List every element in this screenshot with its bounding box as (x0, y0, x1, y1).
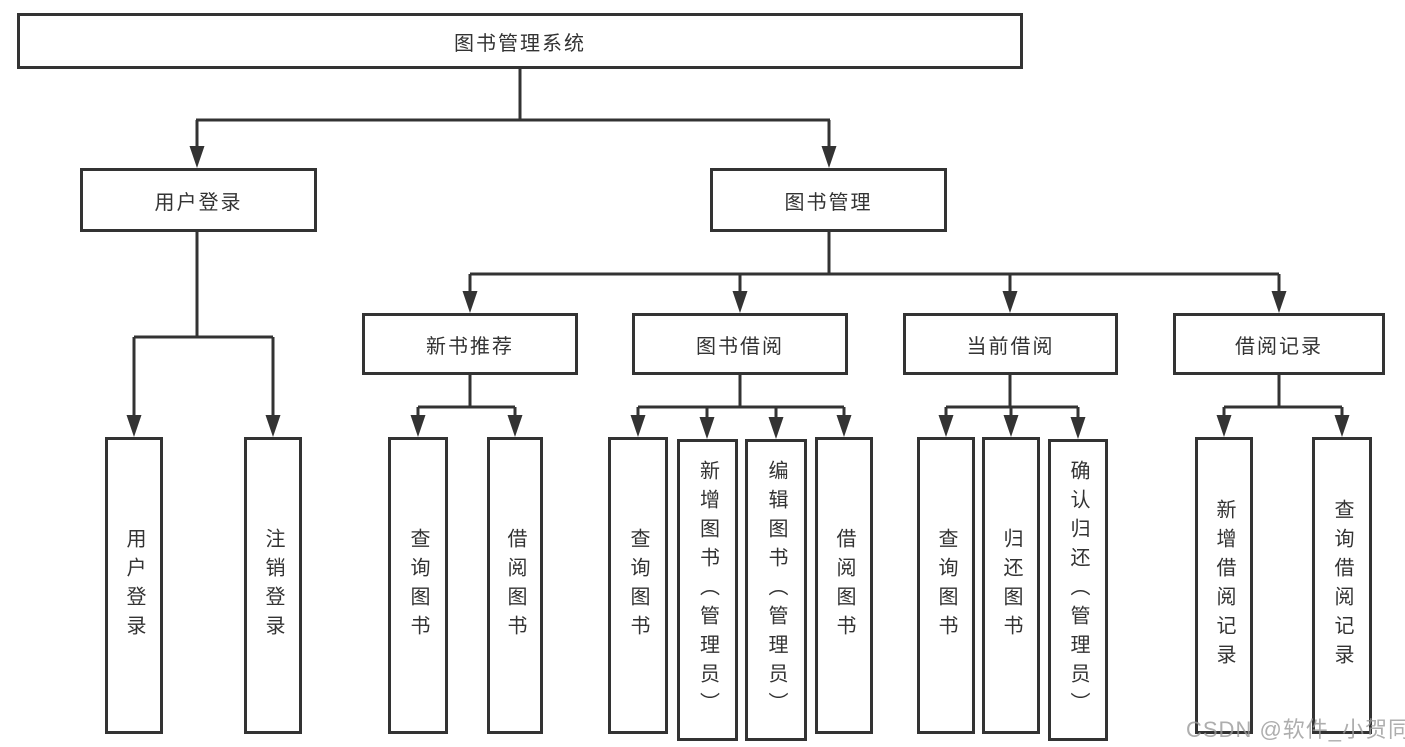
leaf-add-borrow-record: 新增借阅记录 (1195, 437, 1253, 734)
node-label: 查询图书 (627, 527, 649, 644)
node-label: 当前借阅 (966, 335, 1055, 358)
node-label: 归还图书 (1000, 527, 1022, 644)
node-label: 新增借阅记录 (1213, 498, 1235, 673)
leaf-query-books: 查询图书 (608, 437, 668, 734)
node-label: 新书推荐 (426, 335, 514, 358)
node-label: 借阅图书 (504, 527, 526, 644)
leaf-return-books: 归还图书 (982, 437, 1040, 734)
node-label: 确认归还（管理员） (1067, 459, 1089, 721)
node-user-login: 用户登录 (80, 168, 317, 232)
node-label: 查询借阅记录 (1331, 498, 1353, 673)
node-label: 用户登录 (123, 527, 145, 644)
leaf-query-books: 查询图书 (388, 437, 448, 734)
node-label: 图书管理系统 (454, 32, 586, 55)
node-label: 编辑图书（管理员） (765, 459, 787, 721)
node-label: 查询图书 (407, 527, 429, 644)
node-book-management: 图书管理 (710, 168, 947, 232)
node-new-book-recommend: 新书推荐 (362, 313, 578, 375)
csdn-watermark: CSDN @软件_小贺同学 (1186, 717, 1405, 742)
node-label: 用户登录 (154, 191, 243, 214)
node-label: 借阅记录 (1235, 335, 1323, 358)
node-library-system: 图书管理系统 (17, 13, 1023, 69)
leaf-borrow-books: 借阅图书 (815, 437, 873, 734)
leaf-edit-book-admin: 编辑图书（管理员） (745, 439, 807, 741)
node-current-borrow: 当前借阅 (903, 313, 1118, 375)
leaf-query-borrow-record: 查询借阅记录 (1312, 437, 1372, 734)
node-borrow-records: 借阅记录 (1173, 313, 1385, 375)
node-label: 新增图书（管理员） (696, 459, 719, 721)
leaf-borrow-books: 借阅图书 (487, 437, 543, 734)
node-book-borrow: 图书借阅 (632, 313, 848, 375)
node-label: 图书管理 (784, 191, 873, 214)
tree-edges (132, 69, 1344, 418)
leaf-user-login: 用户登录 (105, 437, 163, 734)
leaf-query-books: 查询图书 (917, 437, 975, 734)
leaf-logout: 注销登录 (244, 437, 302, 734)
node-label: 借阅图书 (833, 527, 855, 644)
node-label: 图书借阅 (696, 335, 784, 358)
node-label: 注销登录 (262, 527, 284, 644)
leaf-add-book-admin: 新增图书（管理员） (677, 439, 738, 741)
arrowheads (126, 146, 1350, 439)
node-label: 查询图书 (935, 527, 957, 644)
leaf-confirm-return-admin: 确认归还（管理员） (1048, 439, 1108, 741)
